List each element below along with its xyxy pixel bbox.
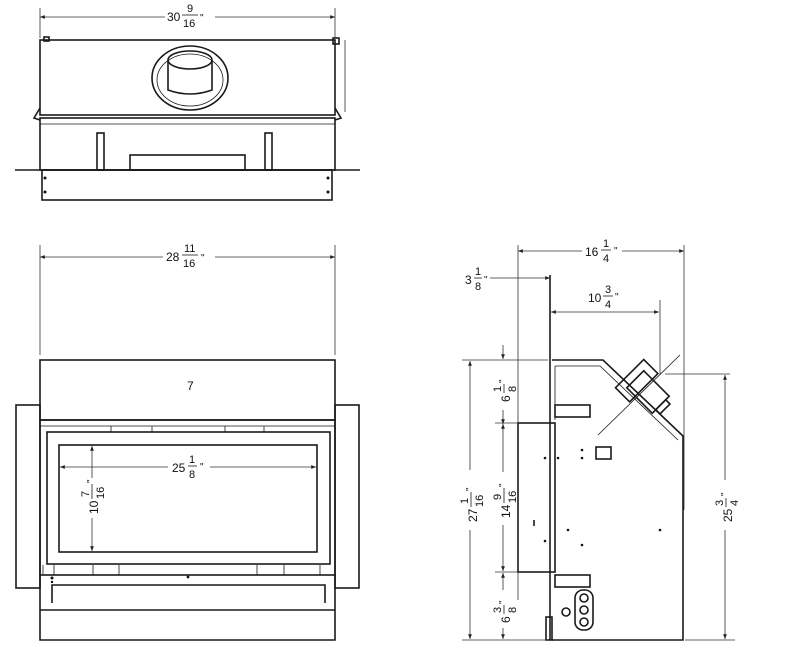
svg-text:3: 3 <box>714 500 726 506</box>
flue-offset-dimension: 10 3 4 " <box>588 284 619 311</box>
svg-text:": " <box>615 292 619 303</box>
svg-text:16: 16 <box>183 258 195 270</box>
svg-text:10: 10 <box>87 500 101 514</box>
front-view: 28 11 16 " 7 25 1 8 " 10 7 16 " <box>15 243 360 641</box>
svg-text:": " <box>498 600 509 604</box>
svg-text:": " <box>484 275 488 286</box>
top-housing <box>39 39 336 116</box>
svg-text:8: 8 <box>475 281 481 293</box>
svg-text:6: 6 <box>499 616 513 623</box>
svg-text:8: 8 <box>507 607 519 613</box>
svg-text:7: 7 <box>80 491 92 497</box>
svg-text:1: 1 <box>189 454 195 466</box>
gas-connections <box>561 589 594 631</box>
svg-text:16: 16 <box>95 487 107 499</box>
svg-text:10: 10 <box>588 291 602 305</box>
svg-text:4: 4 <box>729 500 741 506</box>
svg-text:": " <box>498 483 509 487</box>
svg-text:1: 1 <box>475 266 481 278</box>
svg-text:11: 11 <box>184 243 195 255</box>
svg-text:16: 16 <box>507 491 519 503</box>
svg-text:3: 3 <box>492 607 504 613</box>
svg-text:9: 9 <box>187 3 193 15</box>
left-flange <box>15 404 41 589</box>
front-box <box>517 422 556 573</box>
svg-text:28: 28 <box>166 250 180 264</box>
svg-text:16: 16 <box>474 495 486 507</box>
glass-opening <box>58 444 318 553</box>
svg-text:16: 16 <box>585 245 599 259</box>
glass-width-dimension: 25 1 8 " <box>172 454 204 481</box>
svg-text:4: 4 <box>605 299 611 311</box>
flue-height-dimension: 25 3 4 " <box>714 492 741 522</box>
opening-height-dimension: 14 9 16 " <box>492 483 519 518</box>
svg-text:6: 6 <box>499 395 513 402</box>
svg-text:": " <box>86 479 97 483</box>
svg-text:": " <box>200 13 204 24</box>
front-offset-dimension: 3 1 8 " <box>465 266 488 293</box>
svg-text:25: 25 <box>721 508 735 522</box>
svg-text:3: 3 <box>605 284 611 296</box>
svg-text:9: 9 <box>492 494 504 500</box>
svg-text:16: 16 <box>183 18 195 30</box>
svg-text:": " <box>720 492 731 496</box>
front-width-dimension: 28 11 16 " <box>166 243 205 270</box>
control-valve <box>595 446 612 460</box>
depth-dimension: 16 1 4 " <box>585 238 618 265</box>
panel-label: 7 <box>187 379 194 393</box>
flue-collar <box>151 45 229 111</box>
svg-text:": " <box>498 379 509 383</box>
right-flange <box>334 404 360 589</box>
svg-text:": " <box>465 487 476 491</box>
svg-text:3: 3 <box>465 273 472 287</box>
unit-body <box>552 359 684 641</box>
glass-height-dimension: 10 7 16 " <box>80 479 107 514</box>
bottom-offset-dimension: 6 3 8 " <box>492 600 519 623</box>
svg-text:30: 30 <box>167 10 181 24</box>
flue-pipe <box>614 358 672 416</box>
top-offset-dimension: 6 1 8 " <box>492 379 519 402</box>
svg-text:27: 27 <box>466 508 480 522</box>
svg-text:1: 1 <box>603 238 609 250</box>
right-bracket <box>264 132 273 171</box>
svg-text:1: 1 <box>459 498 471 504</box>
left-bracket <box>96 132 105 171</box>
svg-text:1: 1 <box>492 386 504 392</box>
svg-text:14: 14 <box>499 504 513 518</box>
svg-text:": " <box>201 253 205 264</box>
side-view: 16 1 4 " 3 1 8 " 10 3 4 " <box>459 238 741 641</box>
overall-height-dimension: 27 1 16 " <box>459 487 486 522</box>
svg-text:8: 8 <box>507 386 519 392</box>
svg-text:4: 4 <box>603 253 609 265</box>
top-view: 30 9 16 " <box>15 3 360 201</box>
svg-text:": " <box>200 462 204 473</box>
top-width-dimension: 30 9 16 " <box>167 3 204 30</box>
svg-text:25: 25 <box>172 461 186 475</box>
svg-text:8: 8 <box>189 469 195 481</box>
svg-text:": " <box>614 246 618 257</box>
glass-frame <box>46 431 331 565</box>
